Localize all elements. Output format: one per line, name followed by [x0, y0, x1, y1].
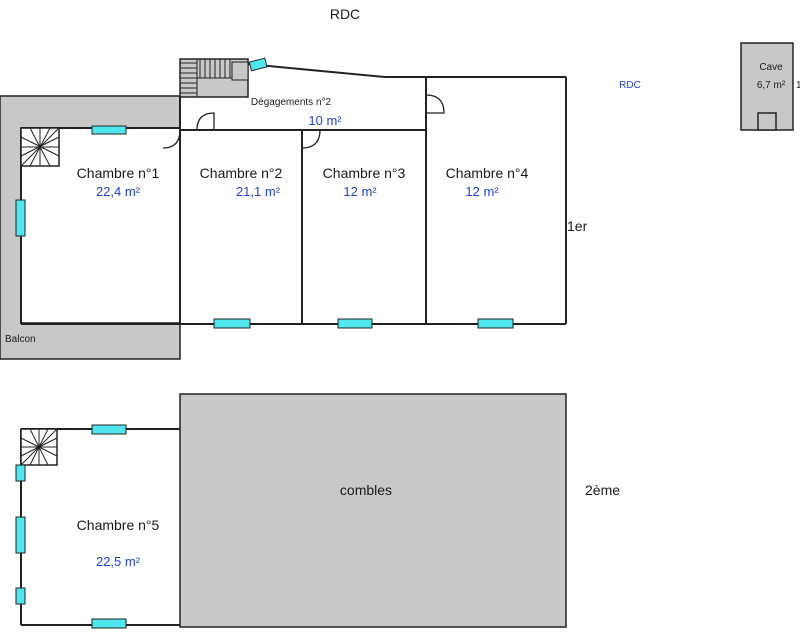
combles: combles — [179, 393, 567, 628]
window — [91, 125, 127, 135]
room-area-chambre4: 12 m² — [465, 184, 499, 199]
room-area-chambre2: 21,1 m² — [236, 184, 281, 199]
stair-chambre5 — [20, 428, 58, 466]
room-area-chambre3: 12 m² — [343, 184, 377, 199]
level-label-second: 2ème — [585, 482, 620, 498]
room-name-chambre4: Chambre n°4 — [446, 165, 529, 181]
room-area-chambre1: 22,4 m² — [96, 184, 141, 199]
window — [337, 318, 373, 329]
degagements-name: Dégagements n°2 — [251, 97, 332, 108]
balcon-label: Balcon — [5, 334, 36, 345]
window — [248, 57, 268, 72]
cave-area: 6,7 m² — [757, 80, 786, 91]
combles-area — [179, 393, 567, 628]
room-name-chambre3: Chambre n°3 — [323, 165, 406, 181]
combles-label: combles — [340, 482, 392, 498]
degagements-area: 10 m² — [308, 113, 342, 128]
window — [213, 318, 251, 329]
window — [15, 516, 26, 554]
window — [91, 618, 127, 629]
cave-cut-number: 1 — [796, 80, 800, 91]
room-area-chambre5: 22,5 m² — [96, 554, 141, 569]
floor1-windows — [15, 57, 514, 329]
level-label-rdc-side: RDC — [619, 80, 641, 91]
window — [15, 464, 26, 482]
room-name-chambre1: Chambre n°1 — [77, 165, 160, 181]
stair-top — [179, 58, 249, 98]
door-arc-degagement — [196, 112, 215, 131]
window — [15, 587, 26, 605]
room-name-chambre5: Chambre n°5 — [77, 517, 160, 533]
window — [477, 318, 514, 329]
level-label-rdc-top: RDC — [330, 6, 360, 22]
stair-top-fill — [231, 61, 249, 81]
window — [91, 424, 127, 435]
door-arc-chambre4 — [425, 94, 445, 114]
cave-name: Cave — [759, 62, 783, 73]
cave-door — [757, 112, 777, 131]
door-arc-chambre1 — [162, 129, 181, 149]
window — [15, 199, 26, 237]
door-arc-chambre2 — [301, 129, 321, 149]
level-label-first: 1er — [567, 218, 588, 234]
door-arcs — [162, 94, 445, 149]
floor2-windows — [15, 424, 127, 629]
stair-chambre1 — [20, 127, 60, 167]
room-name-chambre2: Chambre n°2 — [200, 165, 283, 181]
cave: Cave 6,7 m² 1 — [740, 42, 800, 131]
